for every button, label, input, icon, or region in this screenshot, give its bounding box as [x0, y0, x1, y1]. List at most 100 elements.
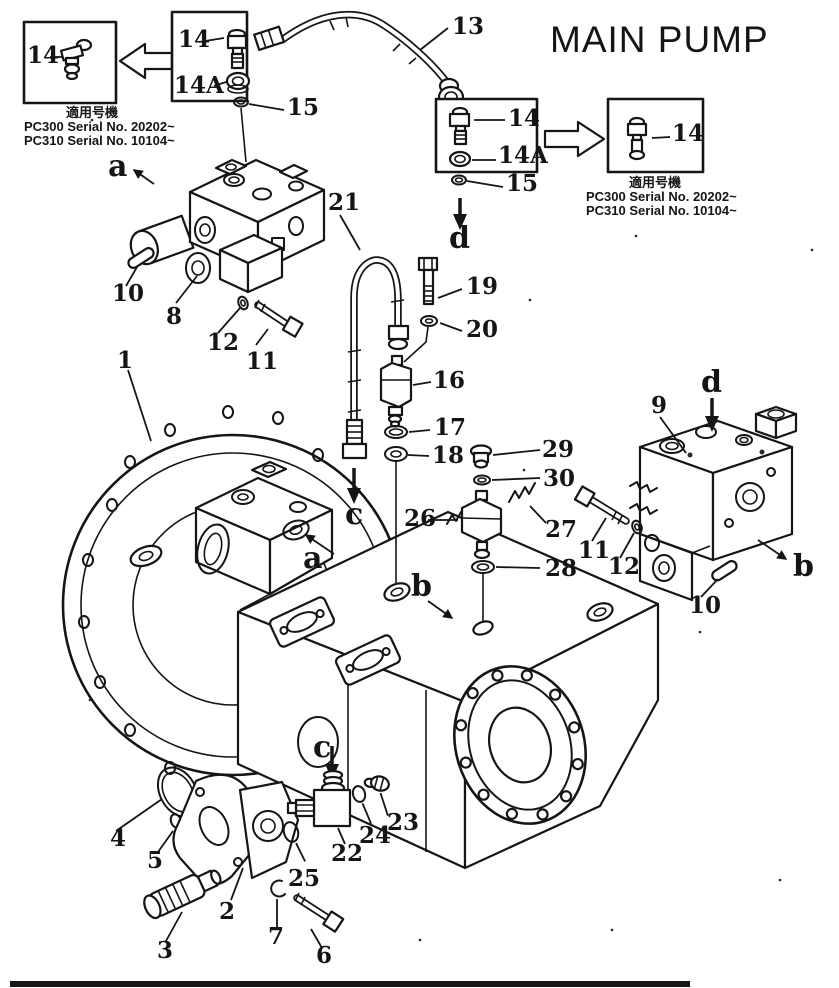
bolt-19 [417, 256, 463, 306]
flow-arrow-b-right [757, 539, 788, 560]
elbow-fitting-14-mid [448, 106, 471, 146]
flow-arrow-c-top [347, 468, 361, 504]
nut-14A-mid [448, 150, 472, 168]
callout-19: 19 [466, 273, 498, 300]
callout-12-right: 12 [608, 553, 640, 580]
callout-14a-box3: 14A [498, 142, 549, 169]
port-b [383, 582, 411, 602]
pin-10-left [127, 246, 155, 270]
text-layer: MAIN PUMP 適用号機 PC300 Serial No. 20202~ P… [24, 13, 814, 969]
callout-28: 28 [545, 555, 577, 582]
rear-valve-block [194, 460, 334, 611]
callout-15-left: 15 [287, 94, 319, 121]
callout-25: 25 [288, 865, 320, 892]
callout-2: 2 [219, 898, 235, 925]
flow-arrow-a-pump [304, 534, 335, 555]
leader-8 [175, 275, 198, 304]
callout-14a-box2: 14A [174, 72, 225, 99]
block-arrow-left [118, 42, 174, 80]
scan-artifact-bar [10, 981, 690, 987]
callout-5: 5 [147, 847, 163, 874]
inset-box-1 [22, 20, 118, 105]
washer-12-right [631, 519, 643, 535]
leader-12-right [619, 532, 635, 559]
callout-11-left: 11 [246, 348, 278, 375]
port-28 [472, 620, 494, 636]
pump-body [194, 460, 660, 870]
leader-3 [165, 911, 183, 942]
serial-line1-right: PC300 Serial No. 20202~ [586, 189, 737, 204]
o-ring-28 [471, 560, 541, 621]
callout-14-box3: 14 [508, 105, 540, 132]
flow-label-a-pump: a [303, 541, 322, 576]
leader-10-left [125, 266, 138, 287]
callout-16: 16 [433, 367, 465, 394]
ring-17 [384, 425, 431, 439]
flow-arrow-b-pump [427, 600, 454, 619]
callout-21: 21 [328, 189, 360, 216]
inset-box-2 [170, 10, 251, 103]
elbow-fitting-14-right [626, 116, 648, 161]
spring-27 [508, 482, 547, 524]
top-pad-1 [269, 596, 335, 648]
o-ring-15-mid [451, 174, 504, 188]
hose-13 [253, 10, 465, 109]
flange-bolt-holes [78, 405, 324, 799]
flow-label-d-right: d [701, 365, 722, 400]
washer-20 [403, 315, 463, 363]
flow-arrow-d-right [705, 398, 719, 432]
callout-10-left: 10 [112, 280, 144, 307]
leader-12-left [217, 307, 241, 334]
callout-14-box1: 14 [27, 42, 59, 69]
callout-6: 6 [316, 942, 332, 969]
flow-arrow-d-top [453, 198, 467, 230]
flange-boss [129, 544, 163, 568]
leader-10-right [700, 578, 719, 598]
callout-30: 30 [543, 465, 575, 492]
callout-9: 9 [651, 392, 667, 419]
callout-3: 3 [157, 937, 173, 964]
valve-16 [379, 354, 432, 428]
leader-4 [115, 798, 163, 832]
leader-1 [127, 369, 152, 442]
callout-13: 13 [452, 13, 484, 40]
callout-24: 24 [359, 822, 391, 849]
elbow-22 [286, 769, 352, 845]
callout-1: 1 [117, 347, 133, 374]
flow-label-b-pump: b [411, 569, 432, 604]
ring-30 [473, 474, 541, 486]
flow-label-c-top: c [345, 497, 363, 532]
pin-10-right [711, 559, 738, 582]
hose-21 [339, 214, 410, 460]
callout-12-left: 12 [207, 329, 239, 356]
fitting-14 [226, 28, 248, 70]
valve-assembly-9 [629, 405, 798, 602]
plug-23 [363, 775, 390, 816]
bolt-6 [293, 892, 345, 949]
block-arrow-right [543, 120, 606, 158]
ring-18 [384, 446, 430, 584]
callout-14-box2: 14 [178, 26, 210, 53]
flow-arrow-a-left [132, 169, 155, 185]
callout-14-box4: 14 [672, 120, 704, 147]
washer-12-left [237, 295, 249, 311]
callout-23: 23 [387, 809, 419, 836]
o-ring-15-left [233, 96, 285, 163]
serial-line2-left: PC310 Serial No. 10104~ [24, 133, 175, 148]
flow-label-a-left: a [108, 149, 127, 184]
leader-11-left [255, 328, 269, 346]
inset-box-3 [434, 97, 539, 174]
callout-29: 29 [542, 436, 574, 463]
elbow-fitting-14 [59, 38, 93, 81]
callout-17: 17 [434, 414, 466, 441]
ring-24 [351, 785, 372, 825]
top-pad-2 [335, 634, 401, 686]
page-title: MAIN PUMP [550, 19, 769, 60]
callout-27: 27 [545, 516, 577, 543]
top-boss [586, 602, 614, 622]
valve-assembly-8 [129, 158, 326, 294]
coupling-3 [143, 869, 222, 920]
callout-18: 18 [432, 442, 464, 469]
